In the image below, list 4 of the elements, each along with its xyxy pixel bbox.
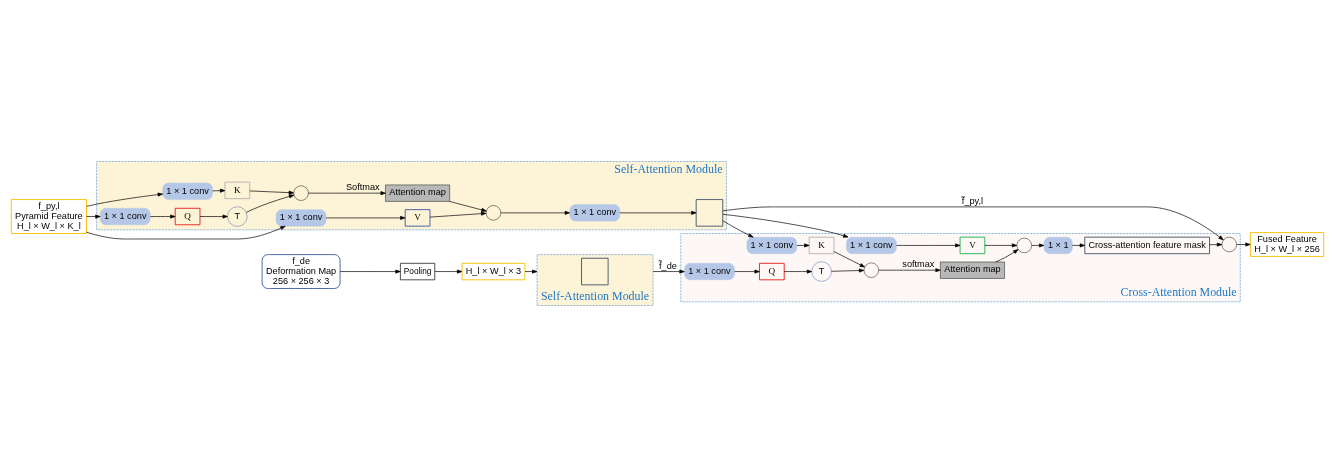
edge-label: softmax bbox=[902, 258, 935, 269]
edge-label: f̃_de bbox=[659, 260, 677, 271]
edge-label: Softmax bbox=[345, 181, 380, 192]
edge-label: f̃_py,l bbox=[961, 195, 984, 206]
